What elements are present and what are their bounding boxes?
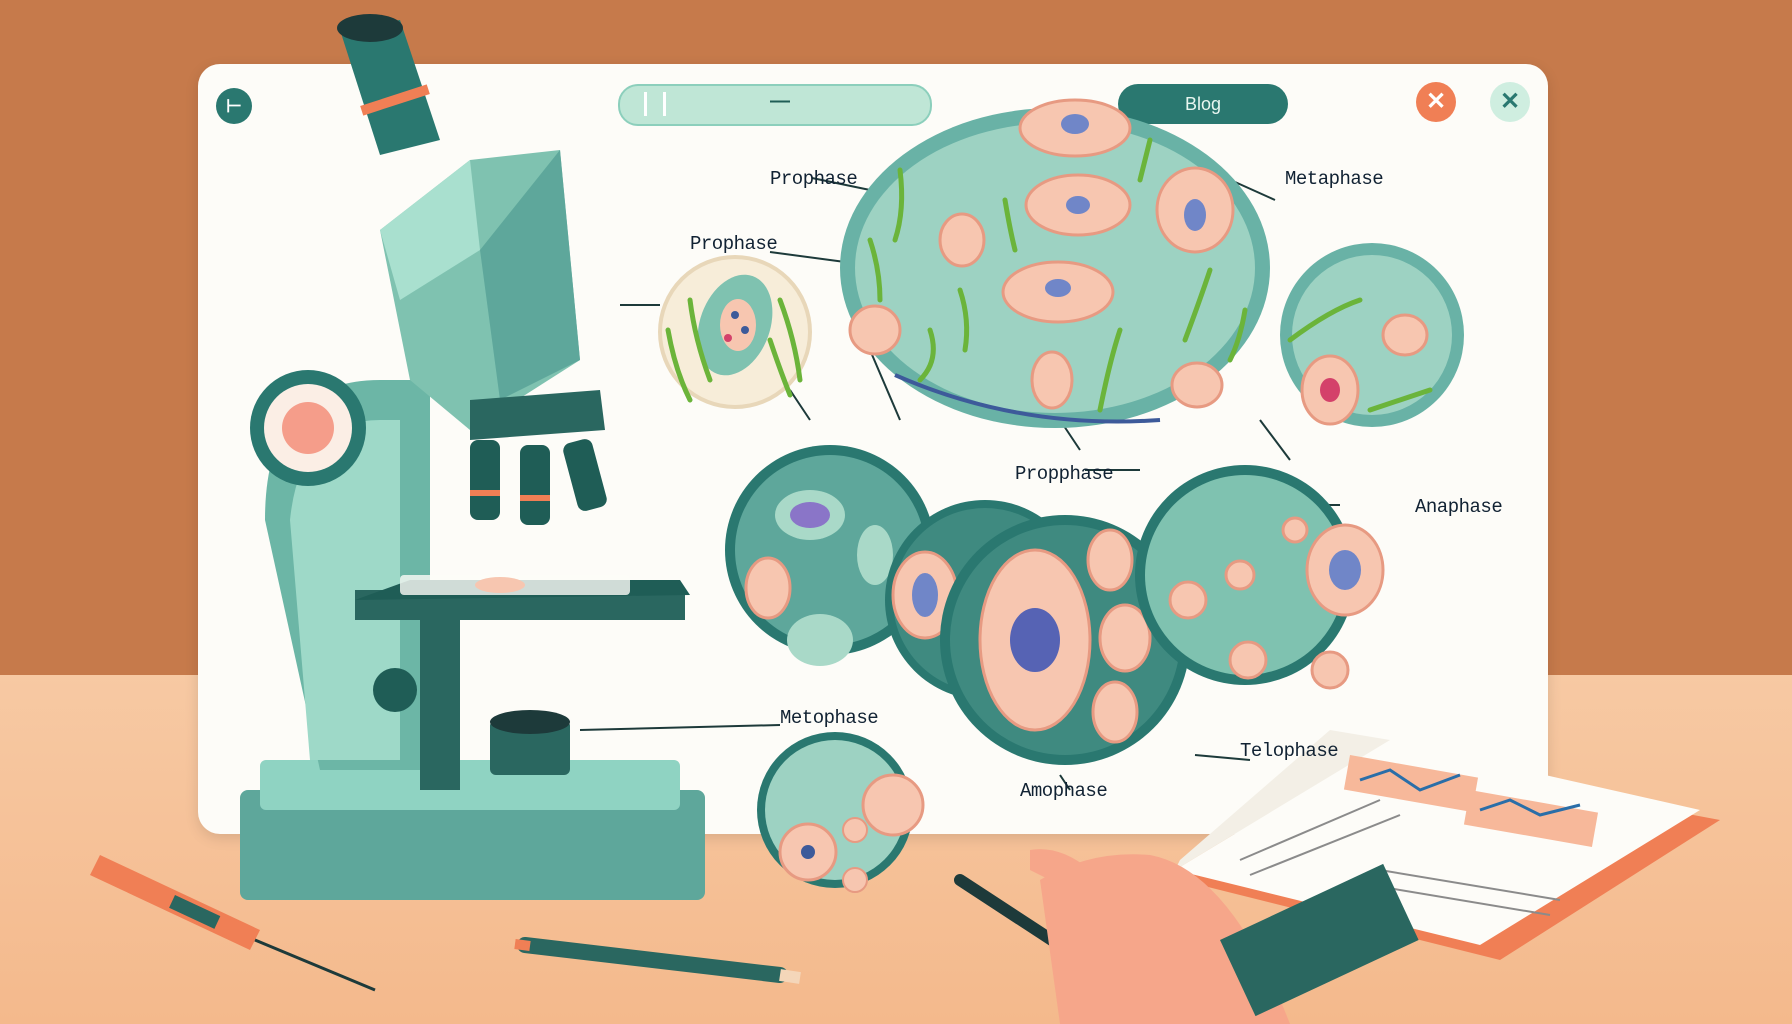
- label-prophase-left: Prophase: [690, 233, 778, 255]
- microscope-illustration: [240, 14, 705, 900]
- dismiss-icon[interactable]: ✕: [1490, 82, 1530, 122]
- pencil-illustration: [514, 937, 801, 984]
- scalpel-illustration: [90, 855, 376, 992]
- label-amophase: Amophase: [1020, 780, 1108, 802]
- hand-illustration: [1030, 849, 1419, 1024]
- label-prophase-mid: Propphase: [1015, 463, 1114, 485]
- label-prophase-top: Prophase: [770, 168, 858, 190]
- pause-icon: [644, 92, 666, 116]
- label-metaphase-top: Metaphase: [1285, 168, 1384, 190]
- label-telophase: Telophase: [1240, 740, 1339, 762]
- cell-view-right: [1280, 243, 1464, 427]
- minus-icon: —: [770, 90, 790, 112]
- magnifier-lens: [757, 732, 1096, 971]
- close-icon[interactable]: ✕: [1416, 82, 1456, 122]
- blog-button[interactable]: Blog: [1118, 84, 1288, 124]
- label-metaphase-bottom: Metophase: [780, 707, 879, 729]
- search-bar[interactable]: —: [618, 84, 932, 126]
- label-anaphase-right: Anaphase: [1415, 496, 1503, 518]
- cell-view-cluster: [725, 445, 1385, 765]
- cell-view-large: [840, 98, 1270, 428]
- app-logo-icon[interactable]: ⊢: [216, 88, 252, 124]
- cell-view-prophase: [658, 255, 812, 409]
